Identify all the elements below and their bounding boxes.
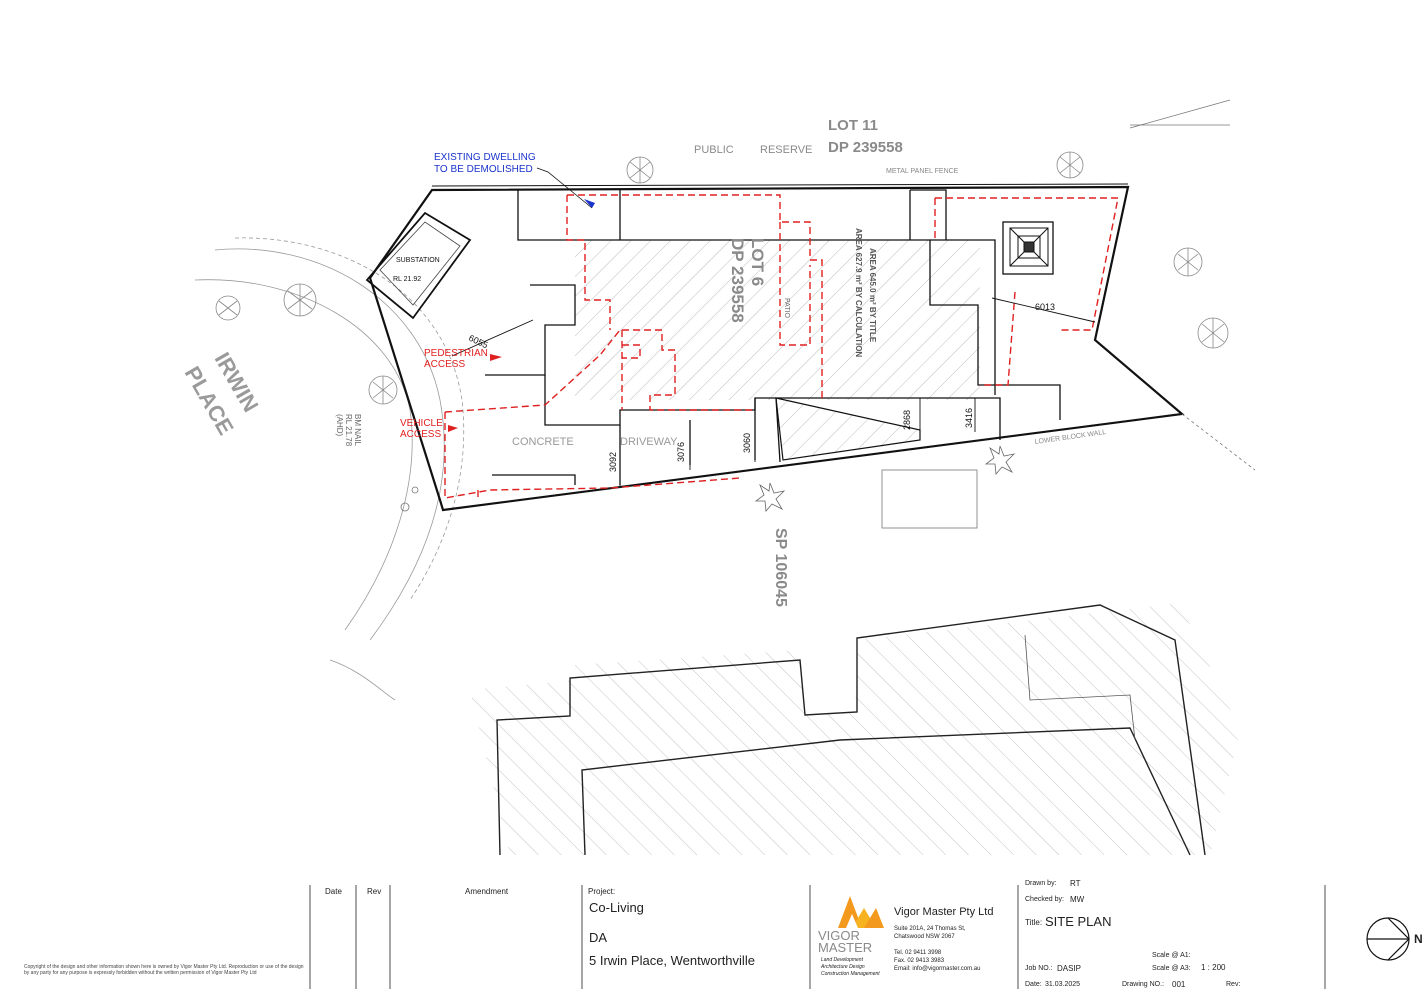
dimension-lines [451,297,1096,488]
substation-rl: RL 21.92 [393,276,421,283]
company-name: Vigor Master Pty Ltd [894,906,994,918]
dim-3092: 3092 [608,452,618,472]
lot11-label: LOT 11 [828,117,878,134]
proposed-building-outline [444,194,1119,499]
bm-nail: BM NAIL [353,414,362,447]
driveway-area [775,397,921,461]
lot11-dp-label: DP 239558 [828,139,903,156]
concrete-label: CONCRETE [512,436,574,448]
job-no-value: DASIP [1057,964,1082,973]
benchmark-marks [400,99,1256,529]
area-calc: AREA 627.9 m² BY CALCULATION [854,228,863,357]
company-addr-1: Suite 201A, 24 Thomas St, [894,926,966,932]
access-arrows [448,354,502,432]
drawing-title: SITE PLAN [1045,914,1112,929]
vehicle-label-2: ACCESS [400,429,441,440]
existing-dwelling-hatch [575,240,980,400]
company-tel: Tel. 02 9411 3998 [894,950,942,956]
logo-text-1: VIGOR [818,928,860,943]
reserve-boundary [431,183,1129,187]
col-rev-header: Rev [367,887,382,896]
drawing-no-value: 001 [1172,980,1186,989]
tagline-2: Architecture Design [821,964,865,970]
logo-text-2: MASTER [818,940,873,955]
rev-label: Rev: [1226,981,1241,988]
tagline-1: Land Development [821,957,863,963]
dim-3416: 3416 [964,408,974,428]
drawn-by-label: Drawn by: [1025,880,1057,887]
bm-ahd: (AHD) [335,414,344,437]
drawn-by-value: RT [1070,879,1081,888]
checked-by-label: Checked by: [1025,896,1064,903]
lot6-label: LOT 6 [748,238,767,286]
bm-rl: RL 21.78 [344,414,353,447]
project-name: Co-Living [589,900,644,915]
demolition-leader [536,167,595,209]
north-arrow-icon [1366,917,1410,961]
road-kerb-lines [194,237,465,701]
existing-dwelling-outline [485,189,1061,485]
sp-label: SP 106045 [772,528,789,607]
dim-2868: 2868 [902,410,912,430]
company-fax: Fax. 02 9413 3983 [894,958,945,964]
public-label: PUBLIC [694,144,734,156]
date-label: Date: [1025,981,1042,988]
col-amendment-header: Amendment [465,887,509,896]
pedestrian-label-1: PEDESTRIAN [424,348,488,359]
north-label: N [1414,932,1422,946]
patio-label: PATIO [783,298,790,319]
demolish-note-1: EXISTING DWELLING [434,152,536,163]
company-addr-2: Chatswood NSW 2067 [894,934,955,940]
metal-fence-label: METAL PANEL FENCE [886,168,959,175]
driveway-label: DRIVEWAY [620,436,678,448]
pedestrian-label-2: ACCESS [424,359,465,370]
project-label: Project: [588,887,616,896]
dim-6013: 6013 [1035,302,1055,312]
area-title: AREA 645.0 m² BY TITLE [868,248,877,343]
project-address: 5 Irwin Place, Wentworthville [589,953,755,968]
col-date-header: Date [325,887,342,896]
drawing-no-label: Drawing NO.: [1122,981,1165,988]
title-block-frame [309,885,1326,989]
copyright-note: Copyright of the design and other inform… [24,964,304,976]
substation-label: SUBSTATION [396,257,440,264]
company-logo [838,896,884,928]
tagline-3: Construction Management [821,971,880,977]
checked-by-value: MW [1070,895,1085,904]
date-value: 31.03.2025 [1045,981,1081,988]
vehicle-label-1: VEHICLE [400,418,443,429]
project-stage: DA [589,930,608,945]
title-label: Title: [1025,918,1043,927]
scale-a3-label: Scale @ A3: [1152,965,1191,972]
scale-a3-value: 1 : 200 [1201,963,1226,972]
dim-3060: 3060 [742,433,752,453]
scale-a1-label: Scale @ A1: [1152,952,1191,959]
pit-symbol [1009,227,1049,267]
substation-box [365,211,472,320]
job-no-label: Job NO.: [1025,965,1053,972]
tree-symbols [215,151,1229,512]
reserve-label: RESERVE [760,144,812,156]
lot6-dp-label: DP 239558 [728,238,747,323]
dim-3076: 3076 [676,442,686,462]
company-email: Email: info@vigormaster.com.au [894,966,981,972]
neighbour-building-sp [470,603,1240,856]
demolish-note-2: TO BE DEMOLISHED [434,164,533,175]
site-boundary [368,185,1185,512]
